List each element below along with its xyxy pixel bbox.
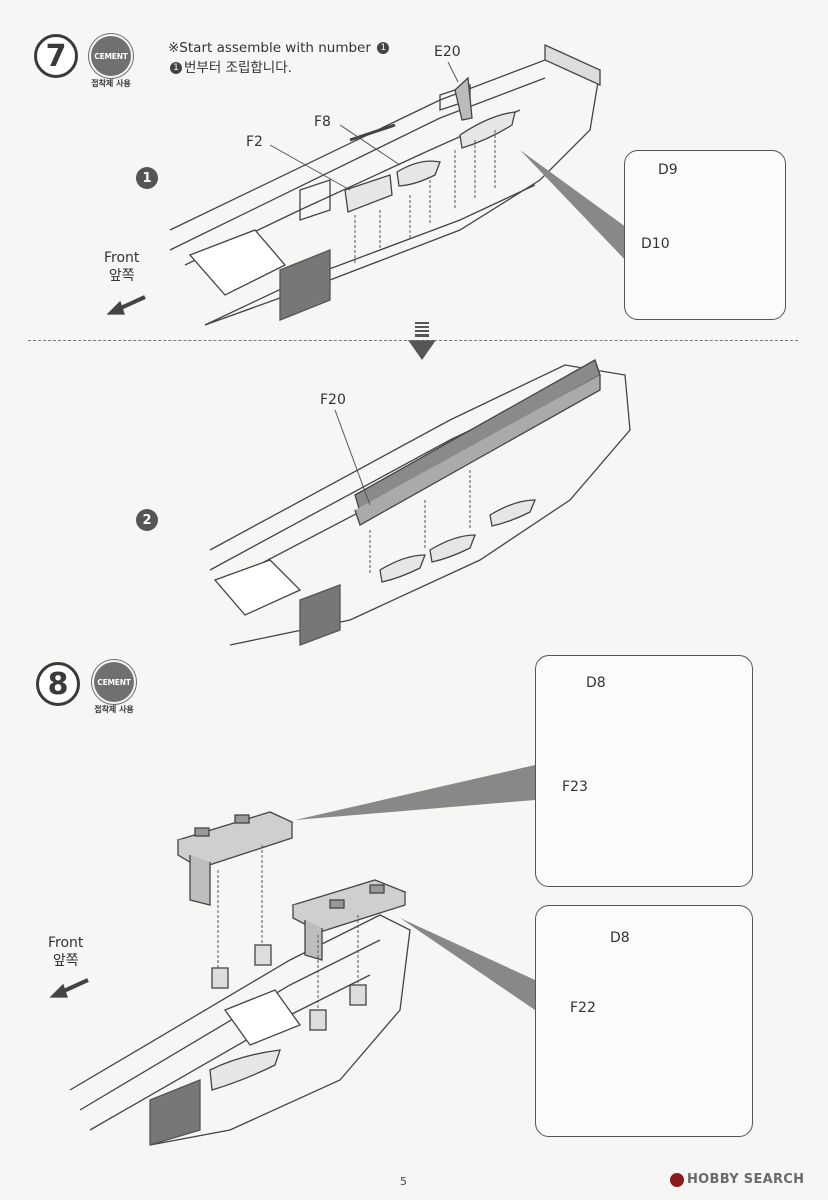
leader-lines-step7-2 [334,409,471,575]
zoom-wedge-step8-bottom [400,918,535,1010]
front-indicator-step8: Front 앞쪽 [48,934,83,970]
cement-caption-step8: 접착제 사용 [94,705,134,714]
leader-lines-step7-1 [269,61,496,265]
assembly-note-ko: 번부터 조립합니다. [184,60,292,76]
flow-down-arrow [408,322,436,360]
part-label-f8: F8 [314,114,331,130]
hobby-search-logo-icon [670,1172,684,1187]
part-label-f2: F2 [246,134,263,150]
sub-step-1: 1 [136,167,158,189]
cement-caption-step7: 접착제 사용 [91,79,131,88]
lifeboat-parts-step7 [344,76,516,213]
zoom-wedge-step8-top [295,765,535,820]
zoom-wedge-step7 [520,150,630,265]
cement-badge-step8: CEMENT [94,662,134,702]
hull-drawing-step7-2 [209,359,631,646]
detail-box-f23 [535,655,753,887]
assembly-note-en: ※Start assemble with number [168,40,371,56]
cement-badge-step7: CEMENT [91,36,131,76]
sub-step-2: 2 [136,509,158,531]
watermark-text: HOBBY SEARCH [687,1172,805,1187]
front-indicator-step7: Front 앞쪽 [104,249,139,285]
part-label-d8-bottom: D8 [610,930,630,946]
part-label-d9: D9 [658,162,678,178]
part-label-d10: D10 [641,236,670,252]
assembly-note-ko-bullet: 1 [170,62,182,74]
gun-platform-aft [176,811,294,906]
front-label-en-step8: Front [48,935,84,951]
front-label-en: Front [104,250,140,266]
section-divider [28,340,798,341]
front-label-ko: 앞쪽 [108,268,135,284]
page-number: 5 [400,1175,407,1188]
watermark: HOBBY SEARCH [670,1172,804,1187]
detail-box-d9-d10 [624,150,786,320]
part-label-e20: E20 [434,44,461,60]
front-label-ko-step8: 앞쪽 [52,953,79,969]
hull-drawing-step8 [69,914,411,1146]
part-label-f22: F22 [570,1000,596,1016]
part-label-f20: F20 [320,392,346,408]
gun-platform-fore [291,879,407,961]
leader-lines-step8 [217,845,359,1010]
part-label-f23: F23 [562,779,588,795]
part-label-d8-top: D8 [586,675,606,691]
assembly-note-bullet: 1 [377,42,390,54]
step-number-8: 8 [36,662,80,706]
step-number-7: 7 [34,34,78,78]
detail-box-f22 [535,905,753,1137]
